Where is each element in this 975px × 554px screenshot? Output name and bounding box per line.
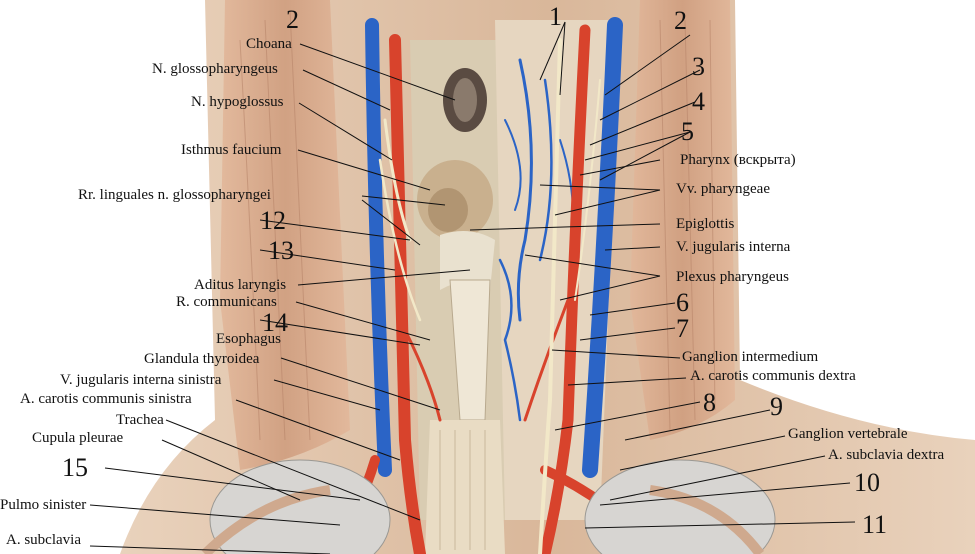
number-9: 9 (770, 392, 783, 421)
label-n-glossopharyngeus: N. glossopharyngeus (152, 61, 278, 77)
number-4: 4 (692, 87, 705, 116)
label-a-subclavia-sinistra: A. subclavia (6, 532, 81, 548)
label-glandula-thyroidea: Glandula thyroidea (144, 351, 260, 367)
label-v-jugularis-interna: V. jugularis interna (676, 239, 791, 255)
label-epiglottis: Epiglottis (676, 216, 735, 232)
leader-lines (89, 21, 856, 554)
number-1: 1 (549, 2, 562, 31)
number-12: 12 (260, 206, 286, 235)
label-choana: Choana (246, 36, 292, 52)
label-vv-pharyngeae: Vv. pharyngeae (676, 181, 770, 197)
label-pulmo-sinister: Pulmo sinister (0, 497, 87, 513)
number-13: 13 (268, 236, 294, 265)
label-isthmus-faucium: Isthmus faucium (181, 142, 282, 158)
number-5: 5 (681, 117, 694, 146)
label-n-hypoglossus: N. hypoglossus (191, 94, 284, 110)
label-ganglion-intermedium: Ganglion intermedium (682, 349, 819, 365)
label-rr-linguales: Rr. linguales n. glossopharyngei (78, 187, 271, 203)
label-v-jugularis-interna-sinistra: V. jugularis interna sinistra (60, 372, 222, 388)
number-2-right: 2 (674, 6, 687, 35)
number-3: 3 (692, 52, 705, 81)
label-ganglion-vertebrale: Ganglion vertebrale (788, 426, 908, 442)
number-6: 6 (676, 288, 689, 317)
label-a-subclavia-dextra: A. subclavia dextra (828, 447, 945, 463)
label-a-carotis-communis-dextra: A. carotis communis dextra (690, 368, 856, 384)
number-14: 14 (262, 308, 288, 337)
label-esophagus: Esophagus (216, 331, 281, 347)
label-plexus-pharyngeus: Plexus pharyngeus (676, 269, 789, 285)
label-pharynx: Pharynx (вскрыта) (680, 152, 796, 168)
nerves (378, 38, 601, 554)
label-r-communicans: R. communicans (176, 294, 277, 310)
label-aditus-laryngis: Aditus laryngis (194, 277, 287, 293)
label-trachea: Trachea (116, 412, 164, 428)
number-15: 15 (62, 453, 88, 482)
veins (365, 17, 623, 478)
number-10: 10 (854, 468, 880, 497)
number-2-left: 2 (286, 5, 299, 34)
label-cupula-pleurae: Cupula pleurae (32, 430, 124, 446)
number-8: 8 (703, 388, 716, 417)
number-11: 11 (862, 510, 888, 539)
thorax (201, 459, 776, 554)
label-a-carotis-communis-sinistra: A. carotis communis sinistra (20, 391, 192, 407)
number-7: 7 (676, 314, 689, 343)
